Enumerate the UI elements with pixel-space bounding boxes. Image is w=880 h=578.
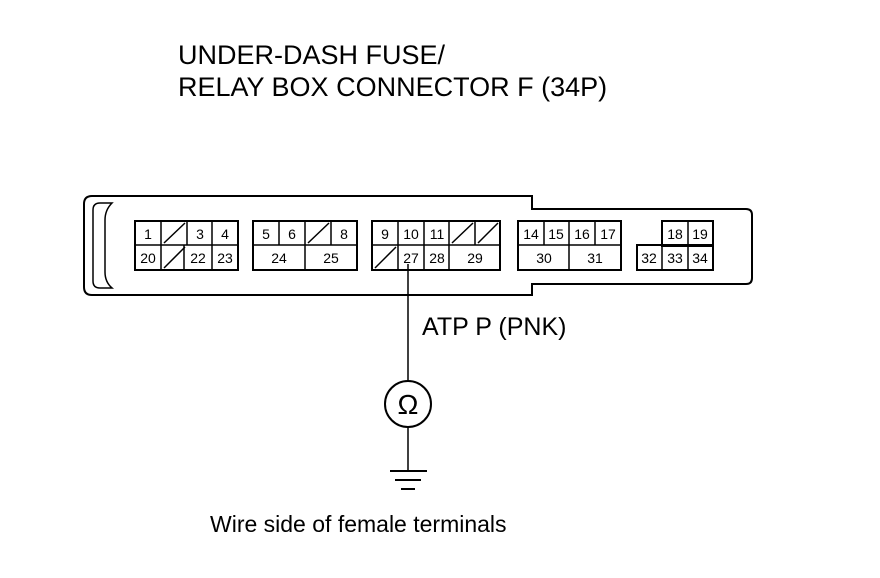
pin-19-label: 19 <box>692 226 708 242</box>
pin-18-label: 18 <box>667 226 683 242</box>
pin-9-label: 9 <box>381 226 389 242</box>
pin-15-label: 15 <box>548 226 564 242</box>
pin-4-label: 4 <box>221 226 229 242</box>
ohm-symbol: Ω <box>398 389 419 420</box>
connector-housing <box>83 195 753 296</box>
pin-27-label: 27 <box>403 250 419 266</box>
pin-23-label: 23 <box>217 250 233 266</box>
pin-group-1: 1 3 4 20 22 23 <box>134 220 239 271</box>
pin-22-label: 22 <box>190 250 206 266</box>
title-line-1: UNDER-DASH FUSE/ <box>178 40 446 70</box>
pin-group-3: 9 10 11 27 28 29 <box>371 220 501 271</box>
pin-group-5: 18 19 32 33 34 <box>636 220 714 271</box>
pin-14-label: 14 <box>523 226 539 242</box>
ohmmeter-icon: Ω <box>384 380 432 428</box>
pin-16-label: 16 <box>574 226 590 242</box>
pin-24-label: 24 <box>271 250 287 266</box>
pin-10-label: 10 <box>403 226 419 242</box>
pin-11-label: 11 <box>430 226 445 242</box>
title-line-2: RELAY BOX CONNECTOR F (34P) <box>178 72 607 102</box>
pin-20-label: 20 <box>140 250 156 266</box>
pin-29-label: 29 <box>467 250 483 266</box>
pin-group-4: 14 15 16 17 30 31 <box>517 220 622 271</box>
pin-25-label: 25 <box>323 250 339 266</box>
pin-30-label: 30 <box>536 250 552 266</box>
ground-icon <box>390 470 427 490</box>
pin-34-label: 34 <box>692 250 708 266</box>
pin-32-label: 32 <box>641 250 657 266</box>
pin-3-label: 3 <box>196 226 204 242</box>
pin-6-label: 6 <box>288 226 296 242</box>
pin-28-label: 28 <box>429 250 445 266</box>
pin-33-label: 33 <box>667 250 683 266</box>
pin-31-label: 31 <box>587 250 603 266</box>
pin-1-label: 1 <box>144 226 152 242</box>
pin-group-2: 5 6 8 24 25 <box>252 220 358 271</box>
pin-5-label: 5 <box>262 226 270 242</box>
wire-label: ATP P (PNK) <box>422 313 566 341</box>
pin-17-label: 17 <box>600 226 616 242</box>
caption: Wire side of female terminals <box>210 511 507 537</box>
pin-8-label: 8 <box>340 226 348 242</box>
